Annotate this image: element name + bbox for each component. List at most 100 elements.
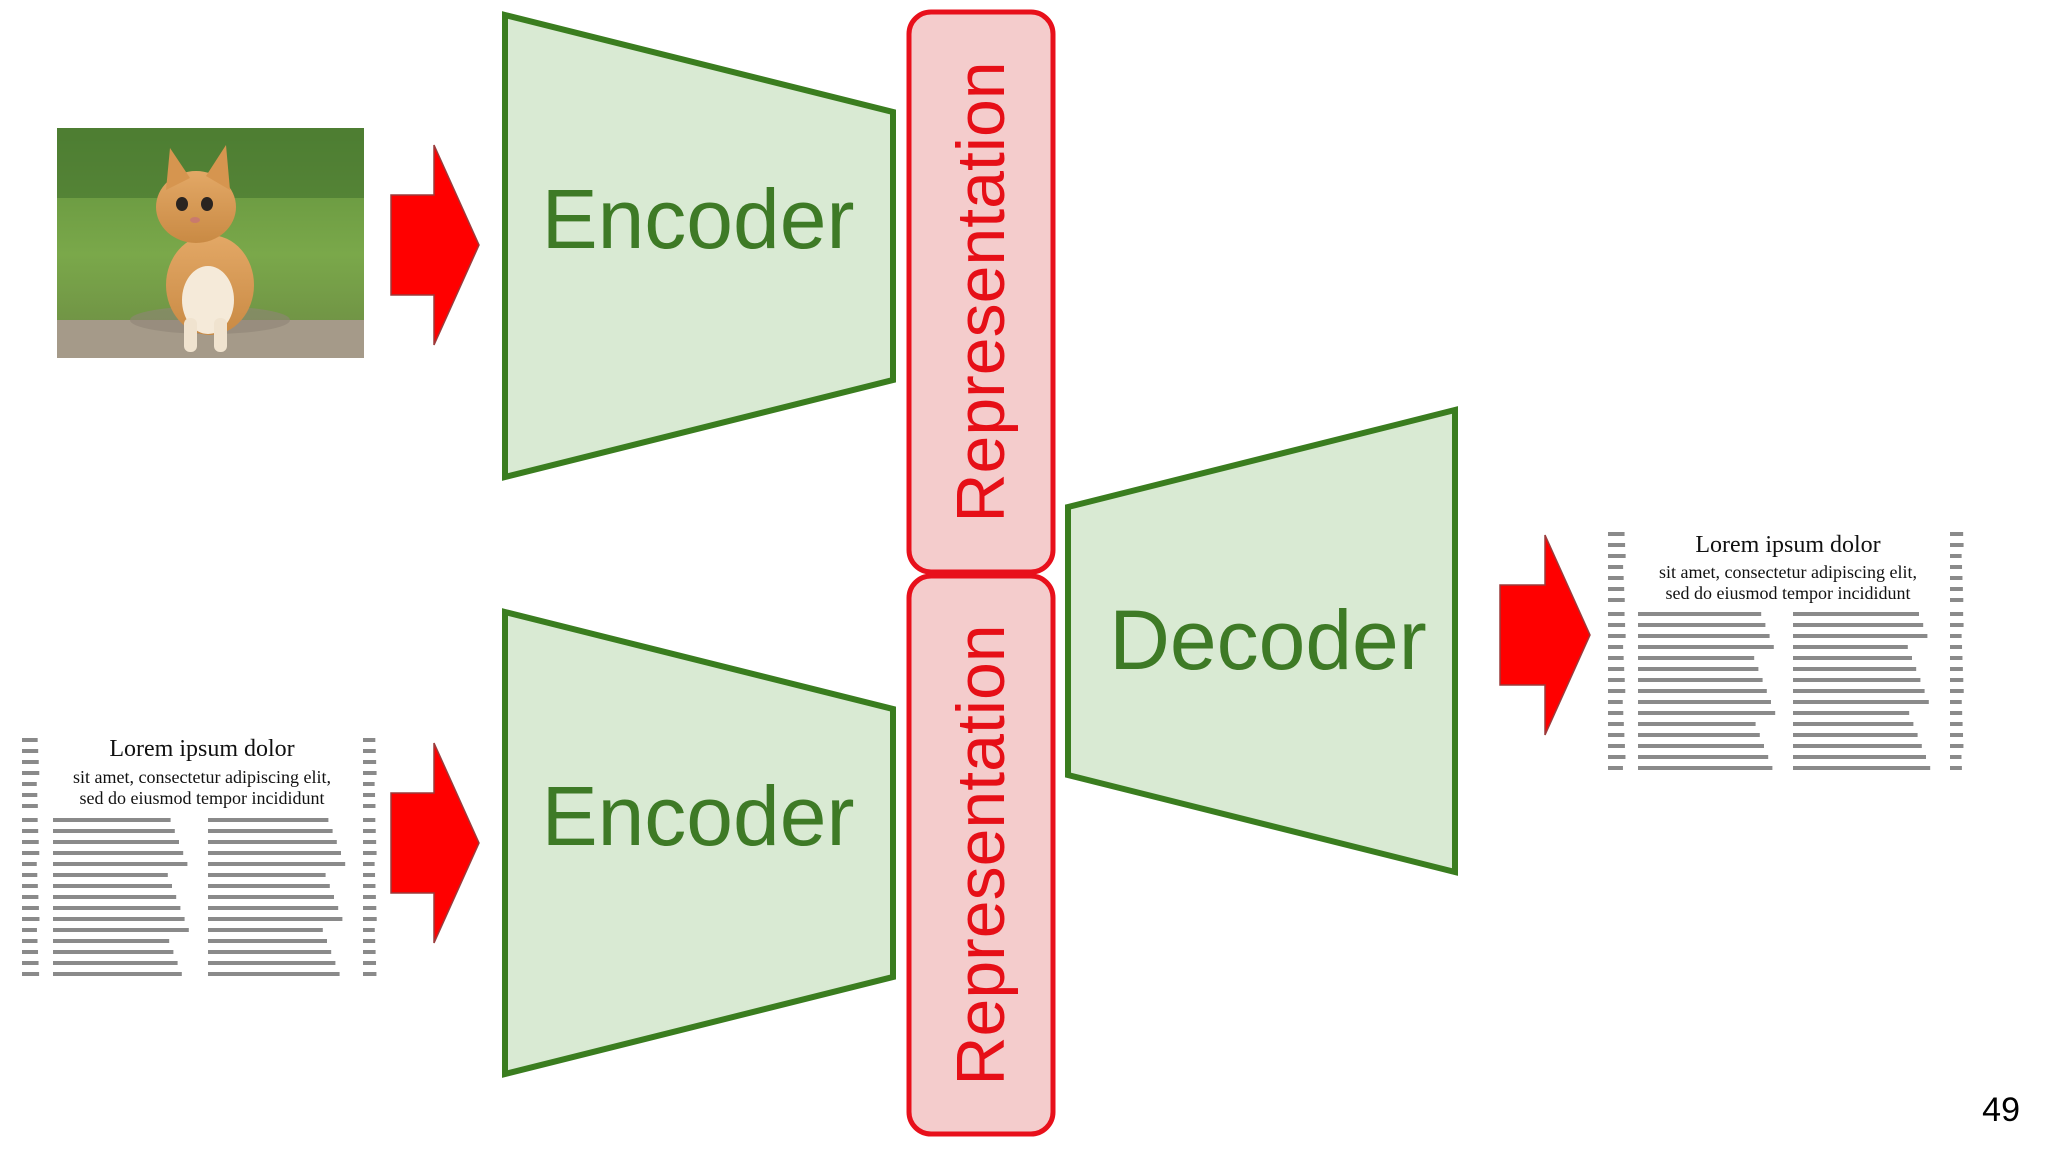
greeked-text-line: [1638, 667, 1759, 671]
representation-top-label: Representation: [943, 61, 1019, 522]
greeked-text-line: [208, 950, 332, 954]
greeked-text-line: [53, 895, 177, 899]
greeked-text-line: [1638, 733, 1760, 737]
greeked-text-line: [1608, 598, 1625, 602]
greeked-text-line: [22, 749, 39, 753]
greeked-text-line: [363, 804, 376, 808]
greeked-text-line: [1793, 755, 1926, 759]
greeked-text-line: [53, 873, 168, 877]
greeked-text-line: [1638, 766, 1773, 770]
greeked-text-line: [22, 939, 38, 943]
greeked-text-line: [22, 782, 37, 786]
greeked-text-line: [22, 884, 38, 888]
document-input-body-text: [22, 738, 377, 976]
greeked-text-line: [363, 917, 377, 921]
greeked-text-line: [208, 928, 323, 932]
greeked-text-line: [22, 950, 39, 954]
representation-bottom-label: Representation: [943, 624, 1019, 1085]
greeked-text-line: [208, 906, 339, 910]
greeked-text-line: [363, 738, 376, 742]
greeked-text-line: [363, 760, 377, 764]
greeked-text-line: [363, 961, 377, 965]
greeked-text-line: [1950, 587, 1963, 591]
greeked-text-line: [1793, 612, 1919, 616]
encoder-bottom: Encoder: [502, 608, 896, 1078]
greeked-text-line: [1950, 565, 1963, 569]
greeked-text-line: [1608, 656, 1624, 660]
greeked-text-line: [1950, 645, 1963, 649]
greeked-text-line: [1638, 689, 1767, 693]
greeked-text-line: [22, 771, 40, 775]
greeked-text-line: [1608, 623, 1626, 627]
greeked-text-line: [1950, 733, 1964, 737]
greeked-text-line: [363, 749, 376, 753]
kitten-image: [57, 128, 364, 358]
arrow-kitten-to-encoder: [390, 144, 480, 346]
greeked-text-line: [363, 884, 376, 888]
decoder: Decoder: [1065, 406, 1458, 876]
greeked-text-line: [22, 840, 39, 844]
document-input-title: Lorem ipsum dolor: [109, 736, 294, 762]
greeked-text-line: [208, 873, 326, 877]
greeked-text-line: [1608, 711, 1624, 715]
greeked-text-line: [208, 862, 346, 866]
greeked-text-line: [53, 851, 184, 855]
greeked-text-line: [1638, 656, 1755, 660]
greeked-text-line: [1950, 634, 1962, 638]
document-output-body-text: [1608, 532, 1964, 770]
greeked-text-line: [208, 917, 343, 921]
greeked-text-line: [53, 939, 170, 943]
greeked-text-line: [1793, 744, 1922, 748]
document-output-image: Lorem ipsum dolor sit amet, consectetur …: [1608, 532, 1964, 770]
representation-top: Representation: [906, 9, 1056, 575]
greeked-text-line: [53, 928, 189, 932]
greeked-text-line: [1950, 700, 1962, 704]
slide-page-number: 49: [1982, 1091, 2020, 1129]
greeked-text-line: [1638, 744, 1764, 748]
greeked-text-line: [208, 840, 337, 844]
greeked-text-line: [1638, 645, 1774, 649]
greeked-text-line: [1950, 623, 1964, 627]
greeked-text-line: [208, 851, 341, 855]
greeked-text-line: [1608, 532, 1625, 536]
greeked-text-line: [1793, 678, 1921, 682]
greeked-text-line: [22, 851, 40, 855]
greeked-text-line: [208, 972, 340, 976]
arrow-decoder-to-output: [1499, 534, 1591, 736]
greeked-text-line: [1608, 755, 1626, 759]
greeked-text-line: [53, 829, 175, 833]
greeked-text-line: [1793, 711, 1910, 715]
greeked-text-line: [22, 829, 39, 833]
document-output-subtitle-2: sed do eiusmod tempor incididunt: [1666, 583, 1911, 603]
greeked-text-line: [1950, 543, 1964, 547]
greeked-text-line: [22, 862, 37, 866]
greeked-text-line: [208, 884, 330, 888]
greeked-text-line: [1950, 766, 1962, 770]
greeked-text-line: [1608, 634, 1626, 638]
greeked-text-line: [1608, 667, 1625, 671]
greeked-text-line: [363, 782, 375, 786]
greeked-text-line: [363, 829, 376, 833]
greeked-text-line: [1793, 667, 1917, 671]
greeked-text-line: [1950, 744, 1964, 748]
greeked-text-line: [208, 961, 336, 965]
greeked-text-line: [1608, 766, 1623, 770]
greeked-text-line: [1950, 667, 1963, 671]
greeked-text-line: [53, 961, 178, 965]
greeked-text-line: [1638, 623, 1766, 627]
greeked-text-line: [1638, 722, 1756, 726]
greeked-text-line: [363, 906, 377, 910]
greeked-text-line: [363, 818, 376, 822]
document-output-title: Lorem ipsum dolor: [1695, 532, 1880, 558]
greeked-text-line: [53, 917, 185, 921]
greeked-text-line: [363, 928, 375, 932]
greeked-text-line: [1793, 656, 1912, 660]
greeked-text-line: [1608, 645, 1624, 649]
greeked-text-line: [1793, 689, 1925, 693]
greeked-text-line: [1638, 755, 1769, 759]
greeked-text-line: [363, 939, 376, 943]
document-input-subtitle-2: sed do eiusmod tempor incididunt: [80, 788, 325, 808]
greeked-text-line: [1793, 722, 1914, 726]
greeked-text-line: [1950, 576, 1963, 580]
